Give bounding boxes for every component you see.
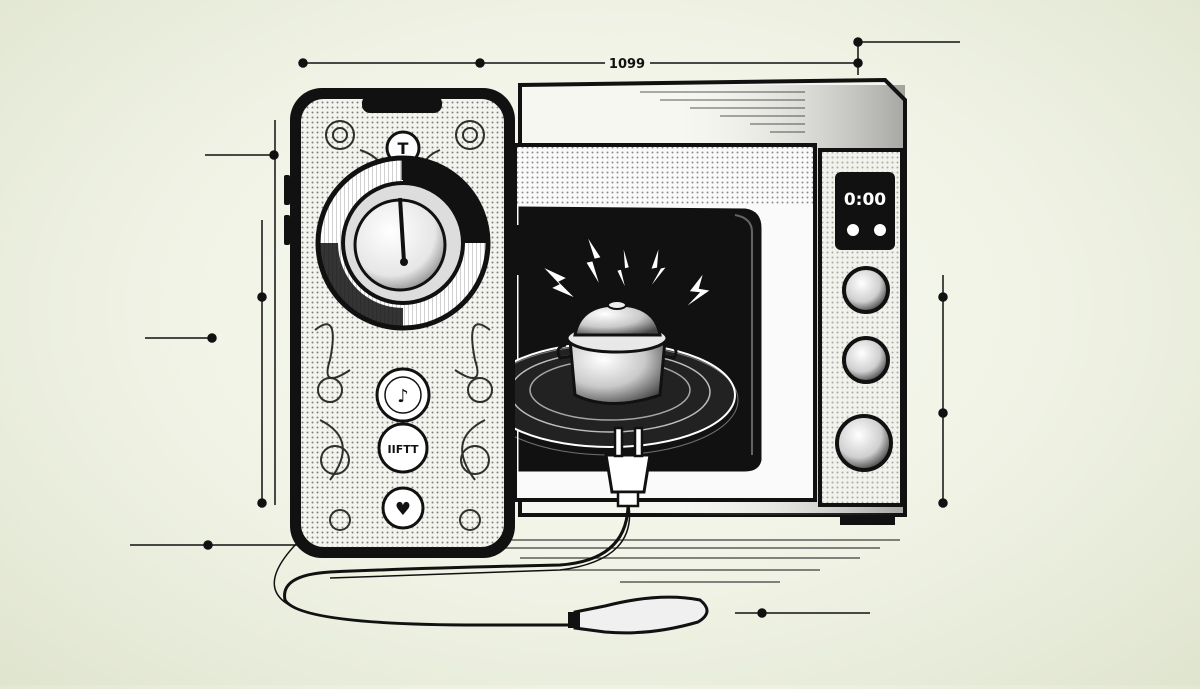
phone-top-icon-glyph: T	[398, 139, 409, 158]
power-cable	[273, 499, 631, 627]
knob-middle[interactable]	[842, 336, 890, 384]
spark-bolts	[539, 231, 715, 313]
cooking-pot	[556, 300, 678, 405]
phone-app-icon-ifttt[interactable]	[377, 422, 429, 474]
stylus-end	[568, 595, 709, 635]
display-button-right[interactable]	[872, 222, 888, 238]
knob-bottom[interactable]	[835, 414, 893, 472]
phone-app-icon-music-glyph: ♪	[397, 386, 409, 407]
display-time: 0:00	[844, 190, 886, 210]
phone-app-icon-ifttt-label: IIFTT	[388, 443, 419, 456]
smartphone: T ♪ IIFTT ♥	[284, 88, 521, 558]
dimension-lines	[130, 37, 960, 618]
dimension-label: 1099	[609, 57, 645, 72]
display-button-left[interactable]	[845, 222, 861, 238]
timer-hand	[398, 197, 406, 263]
microwave-display	[835, 172, 895, 250]
floor-lines	[460, 539, 900, 583]
heart-icon[interactable]	[381, 486, 425, 530]
timer-dial[interactable]	[315, 155, 491, 331]
knob-top[interactable]	[842, 266, 890, 314]
phone-notch	[362, 95, 442, 113]
plug-icon	[604, 426, 652, 508]
heart-icon-glyph: ♥	[395, 499, 411, 520]
microwave: 0:00	[481, 77, 907, 525]
